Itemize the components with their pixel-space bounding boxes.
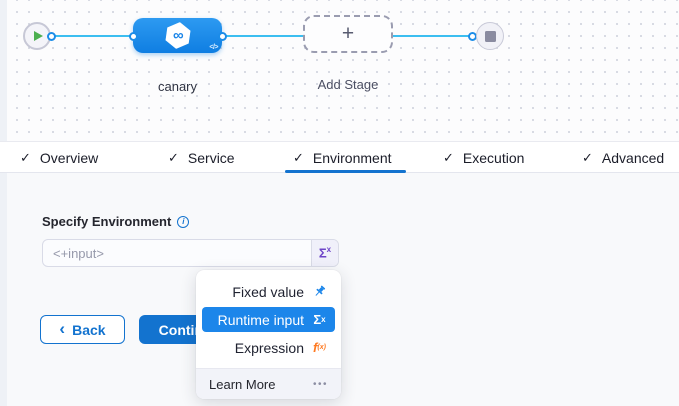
- add-stage-label: Add Stage: [317, 77, 379, 92]
- tab-label: Execution: [462, 149, 525, 166]
- environment-input-group: <+input> Σx: [42, 239, 339, 267]
- info-icon[interactable]: i: [177, 215, 190, 228]
- tab-label: Overview: [39, 149, 99, 166]
- sigma-icon: Σx: [318, 245, 332, 261]
- pin-icon: [312, 285, 327, 298]
- menu-item-label: Runtime input: [217, 311, 304, 328]
- add-stage-button[interactable]: +: [303, 15, 393, 53]
- tab-label: Environment: [312, 149, 392, 166]
- back-button[interactable]: ‹ Back: [40, 315, 125, 344]
- pipeline-end-node[interactable]: [476, 22, 504, 50]
- menu-item-label: Fixed value: [232, 283, 304, 300]
- multi-type-selector-button[interactable]: Σx: [311, 240, 338, 266]
- environment-input[interactable]: <+input>: [53, 245, 104, 261]
- connector-line: [393, 35, 473, 37]
- fx-icon: f(x): [313, 340, 326, 355]
- check-icon: ✓: [168, 149, 179, 165]
- stage-right-port: [218, 31, 227, 41]
- stage-left-port: [129, 31, 138, 41]
- check-icon: ✓: [582, 149, 593, 165]
- connector-line: [222, 35, 303, 37]
- page-left-strip: [0, 0, 7, 406]
- stage-name-label: canary: [157, 79, 198, 94]
- tab-environment[interactable]: ✓ Environment: [293, 142, 392, 173]
- code-icon: </>: [209, 44, 218, 51]
- check-icon: ✓: [293, 149, 304, 165]
- active-tab-underline: [285, 170, 406, 173]
- pipeline-canvas: ∞ </> canary + Add Stage: [7, 0, 679, 141]
- tab-label: Service: [187, 149, 235, 166]
- check-icon: ✓: [20, 149, 31, 165]
- start-node-port: [47, 31, 56, 41]
- plus-icon: +: [341, 22, 355, 45]
- stage-tabs: ✓ Overview ✓ Service ✓ Environment ✓ Exe…: [0, 141, 679, 173]
- check-icon: ✓: [443, 149, 454, 165]
- back-button-label: Back: [72, 321, 106, 338]
- tab-advanced[interactable]: ✓ Advanced: [582, 142, 664, 173]
- menu-item-label: Expression: [234, 339, 304, 356]
- environment-tab-content: Specify Environment i <+input> Σx ‹ Back…: [7, 173, 679, 406]
- connector-line: [51, 35, 134, 37]
- learn-more-link[interactable]: Learn More: [209, 376, 276, 392]
- pipeline-start-node[interactable]: [23, 22, 51, 50]
- tab-service[interactable]: ✓ Service: [168, 142, 235, 173]
- menu-footer: Learn More •••: [196, 368, 341, 399]
- tab-overview[interactable]: ✓ Overview: [20, 142, 98, 173]
- menu-item-expression[interactable]: Expression f(x): [202, 335, 335, 360]
- stage-node-canary[interactable]: ∞ </>: [133, 18, 222, 53]
- specify-environment-label: Specify Environment i: [42, 214, 190, 229]
- field-label-text: Specify Environment: [42, 214, 172, 229]
- play-icon: [34, 31, 43, 41]
- tab-execution[interactable]: ✓ Execution: [443, 142, 524, 173]
- more-options-icon[interactable]: •••: [312, 378, 328, 390]
- tab-label: Advanced: [601, 149, 665, 166]
- deploy-stage-icon: ∞: [163, 20, 193, 50]
- chevron-left-icon: ‹: [59, 319, 66, 338]
- stop-icon: [484, 30, 496, 42]
- menu-item-fixed-value[interactable]: Fixed value: [202, 279, 335, 304]
